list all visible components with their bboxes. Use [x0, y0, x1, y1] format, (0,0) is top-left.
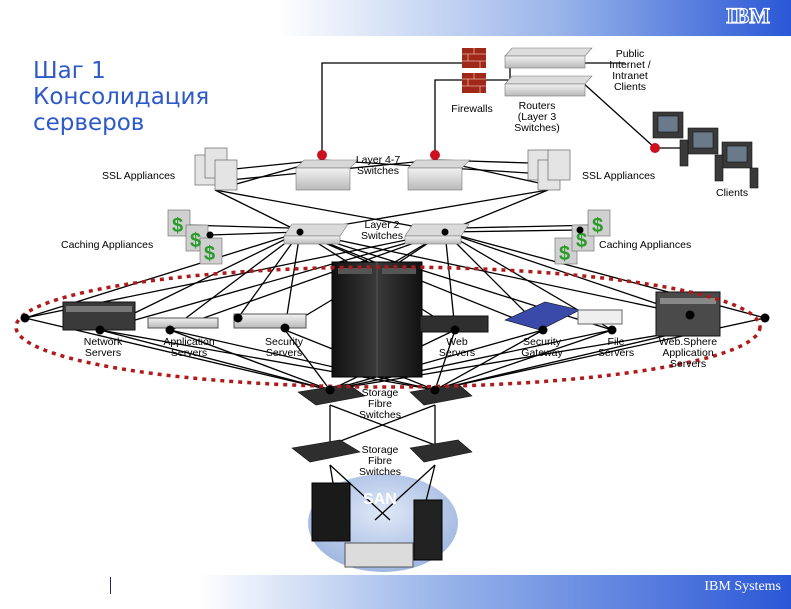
mainframe-icon — [331, 261, 423, 378]
svg-text:$: $ — [576, 230, 587, 252]
label-caching-right: Caching Appliances — [599, 239, 692, 251]
caching-appliance-icon: $$$ $$$ — [167, 209, 611, 265]
svg-text:$: $ — [172, 215, 183, 237]
router-icon — [504, 47, 593, 97]
label-ssl-left: SSL Appliances — [102, 170, 176, 182]
layer-2-switch-icon — [283, 223, 470, 245]
label-public-clients: Public Internet / Intranet Clients — [609, 48, 651, 93]
red-connection-dots — [317, 143, 660, 160]
label-websphere-servers: Web.Sphere Application Servers — [658, 336, 718, 370]
ibm-logo: IBM — [725, 4, 770, 28]
label-caching-left: Caching Appliances — [61, 239, 154, 251]
san-devices — [311, 482, 443, 568]
label-storage-switches-2: Storage Fibre Switches — [358, 444, 401, 478]
svg-text:$: $ — [592, 215, 603, 237]
label-file-servers: File Servers — [597, 336, 635, 359]
label-firewalls: Firewalls — [451, 103, 493, 115]
ssl-appliance-icon — [194, 147, 571, 191]
label-san: SAN — [363, 491, 397, 508]
label-layer-2: Layer 2 Switches — [360, 219, 403, 242]
label-layer-4-7: Layer 4-7 Switches — [355, 154, 401, 177]
svg-text:$: $ — [204, 243, 215, 265]
label-clients: Clients — [716, 187, 749, 199]
black-connection-dots — [20, 226, 770, 395]
label-network-servers: Network Servers — [83, 336, 123, 359]
label-ssl-right: SSL Appliances — [582, 170, 656, 182]
label-web-servers: Web Servers — [438, 336, 476, 359]
footer-divider — [110, 577, 111, 594]
svg-text:$: $ — [190, 230, 201, 252]
firewall-icon — [462, 48, 486, 93]
footer-band — [0, 575, 791, 609]
header-band: IBM — [0, 0, 791, 36]
svg-text:$: $ — [559, 243, 570, 265]
label-security-servers: Security Servers — [265, 336, 303, 359]
label-security-gateway: Security Gateway — [521, 336, 563, 359]
client-computers-icon — [652, 111, 759, 189]
storage-fibre-switch-icon — [291, 383, 473, 463]
label-application-servers: Application Servers — [163, 336, 215, 359]
footer-text: IBM Systems — [704, 579, 781, 594]
label-storage-switches-1: Storage Fibre Switches — [358, 387, 401, 421]
svg-text:IBM: IBM — [726, 4, 770, 28]
label-routers: Routers (Layer 3 Switches) — [514, 100, 560, 134]
layer-4-7-switch-icon — [295, 159, 471, 191]
slide-title: Шаг 1 Консолидация серверов — [33, 58, 210, 136]
consolidation-ring — [14, 265, 762, 389]
